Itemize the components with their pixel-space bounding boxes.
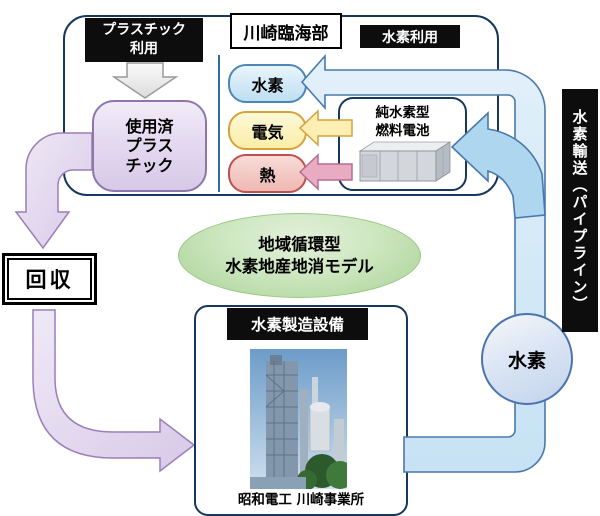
- plant-photo: [250, 349, 347, 489]
- plant-caption: 昭和電工 川崎事業所: [237, 492, 365, 508]
- circulation-model-ellipse: 地域循環型 水素地産地消モデル: [178, 213, 421, 298]
- pipeline-label-bar: 水素輸送（パイプライン）: [562, 89, 598, 332]
- plant-header: 水素製造設備: [227, 308, 368, 340]
- pill-heat: 熱: [228, 154, 307, 193]
- section-divider-line: [218, 55, 220, 192]
- recovery-box: 回収: [2, 253, 97, 305]
- recovery-to-plant-arrow-icon: [32, 309, 196, 473]
- plastic-use-header: プラスチック 利用: [85, 18, 203, 62]
- fuel-cell-box: 純水素型 燃料電池: [338, 97, 467, 191]
- region-title: 川崎臨海部: [230, 13, 342, 49]
- fuel-cell-container-icon: [358, 141, 452, 182]
- pipeline-label: 水素輸送（パイプライン）: [570, 108, 589, 313]
- hydrogen-use-header: 水素利用: [360, 25, 460, 48]
- pill-hydrogen: 水素: [228, 64, 307, 103]
- used-plastic-box: 使用済 プラス チック: [92, 100, 207, 192]
- recovery-label: 回収: [7, 258, 92, 300]
- pill-electricity: 電気: [228, 111, 307, 150]
- hydrogen-node-circle: 水素: [481, 313, 573, 405]
- region-title-label: 川崎臨海部: [243, 23, 329, 44]
